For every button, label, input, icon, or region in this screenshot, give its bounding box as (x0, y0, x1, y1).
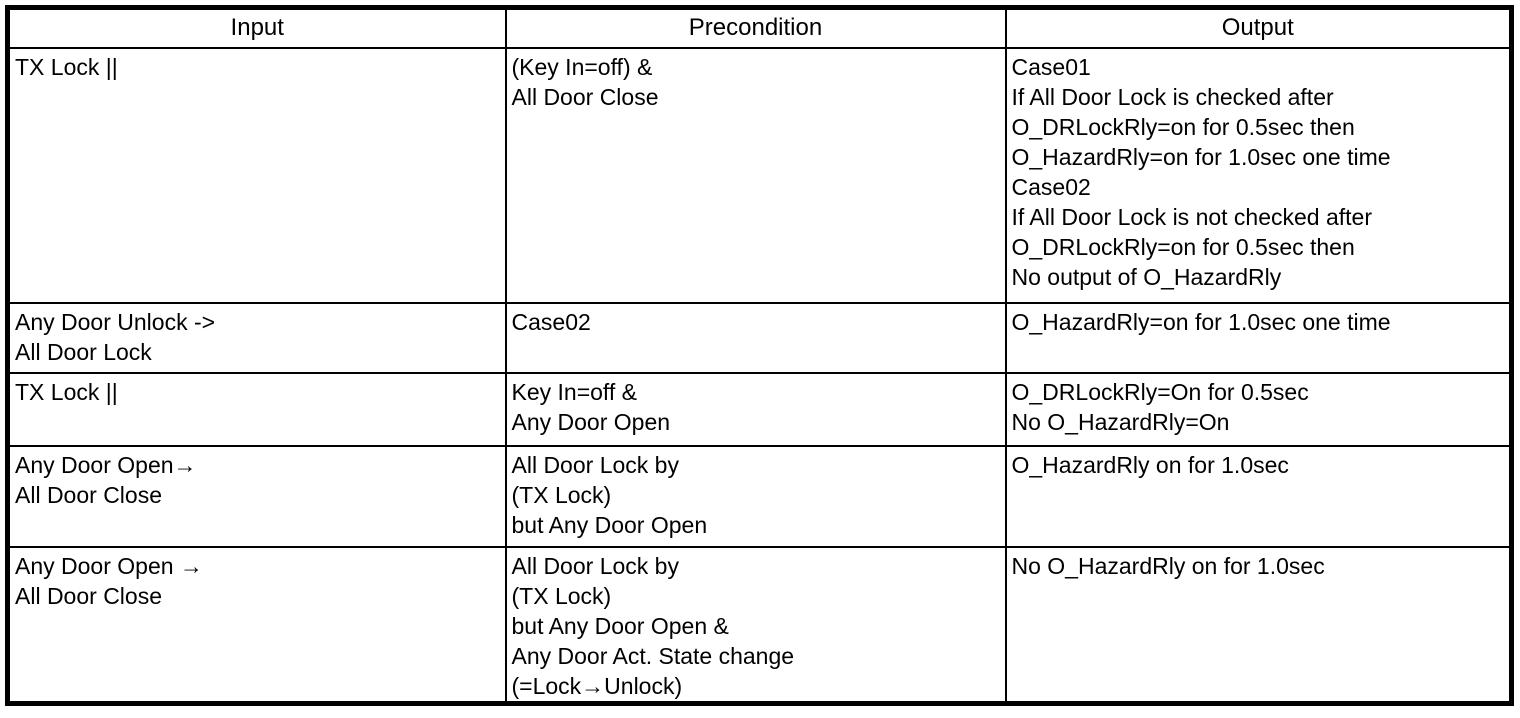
header-row: Input Precondition Output (6, 6, 1513, 49)
precondition-cell: Case02 (504, 301, 1007, 374)
output-cell: No O_HazardRly on for 1.0sec (1004, 545, 1513, 705)
table-row: Any Door Unlock -> All Door Lock Case02 … (6, 301, 1513, 374)
output-cell: O_HazardRly=on for 1.0sec one time (1004, 301, 1513, 374)
input-cell: Any Door Unlock -> All Door Lock (6, 301, 507, 374)
column-header-input: Input (6, 6, 507, 49)
precondition-cell: All Door Lock by (TX Lock) but Any Door … (504, 444, 1007, 548)
output-cell: O_HazardRly on for 1.0sec (1004, 444, 1513, 548)
input-cell: TX Lock || (6, 46, 507, 304)
precondition-cell: (Key In=off) & All Door Close (504, 46, 1007, 304)
table-row: TX Lock || (Key In=off) & All Door Close… (6, 46, 1513, 304)
input-precondition-output-table: Input Precondition Output TX Lock || (Ke… (5, 5, 1514, 706)
input-cell: Any Door Open→ All Door Close (6, 444, 507, 548)
input-cell: TX Lock || (6, 371, 507, 447)
table-row: Any Door Open → All Door Close All Door … (6, 545, 1513, 705)
precondition-cell: All Door Lock by (TX Lock) but Any Door … (504, 545, 1007, 705)
output-cell: Case01 If All Door Lock is checked after… (1004, 46, 1513, 304)
input-cell: Any Door Open → All Door Close (6, 545, 507, 705)
table-row: Any Door Open→ All Door Close All Door L… (6, 444, 1513, 548)
output-cell: O_DRLockRly=On for 0.5sec No O_HazardRly… (1004, 371, 1513, 447)
spec-table-container: Input Precondition Output TX Lock || (Ke… (5, 5, 1514, 706)
table-row: TX Lock || Key In=off & Any Door Open O_… (6, 371, 1513, 447)
column-header-output: Output (1004, 6, 1513, 49)
column-header-precondition: Precondition (504, 6, 1007, 49)
precondition-cell: Key In=off & Any Door Open (504, 371, 1007, 447)
